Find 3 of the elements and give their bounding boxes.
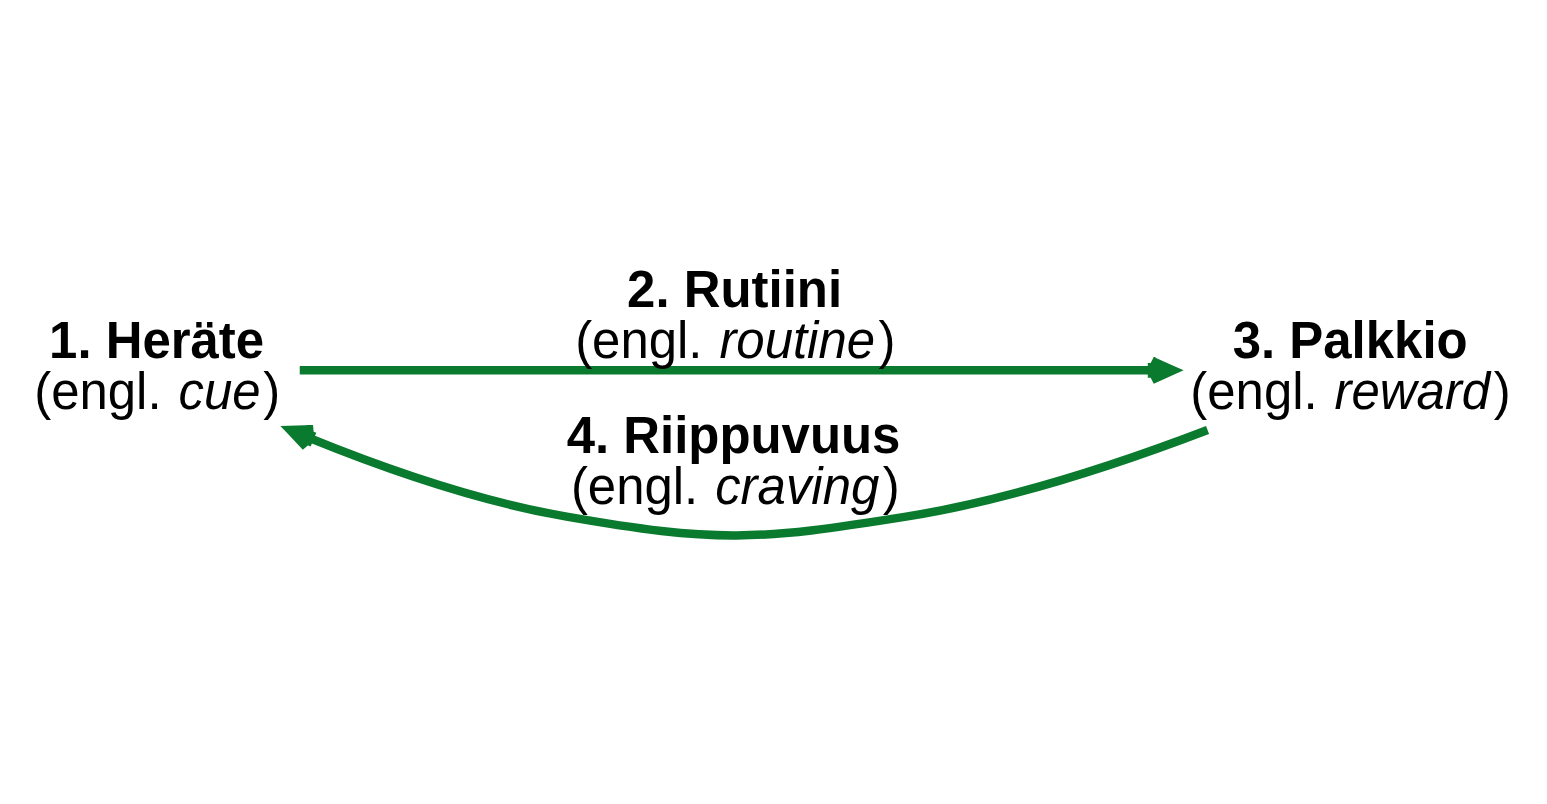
- node-text: 3. Palkkio (engl. reward): [1190, 312, 1511, 420]
- node-text: 1. Heräte (engl. cue): [34, 312, 281, 420]
- edge-label: 2. Rutiini (engl. routine): [575, 261, 896, 369]
